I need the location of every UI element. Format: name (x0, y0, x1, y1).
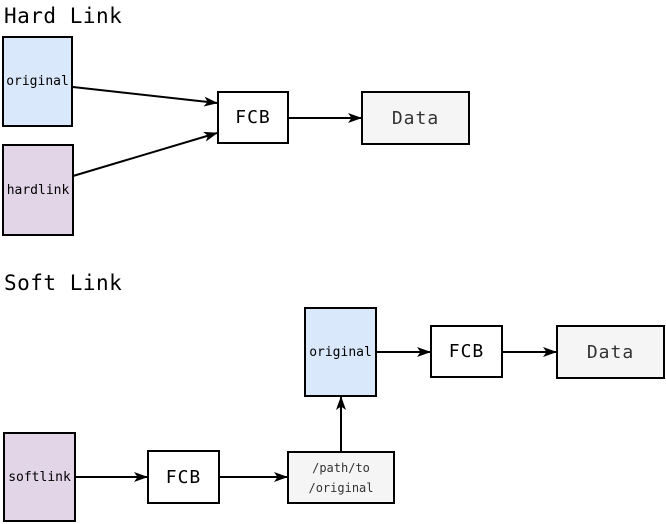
node-hard-link-fcb: FCB (217, 91, 289, 144)
node-label: softlink (8, 469, 71, 485)
path-line-2: /original (308, 480, 374, 495)
node-label: FCB (448, 341, 485, 362)
node-soft-link-fcb-1: FCB (147, 450, 220, 504)
node-soft-link-softlink: softlink (3, 432, 76, 522)
node-soft-link-data: Data (556, 325, 665, 379)
edge-original-to-fcb (72, 86, 218, 107)
node-label: hardlink (6, 182, 70, 198)
node-soft-link-path: /path/to /original (287, 451, 395, 504)
node-label: Data (586, 341, 635, 363)
node-label: original (6, 74, 69, 89)
node-label: Data (391, 107, 440, 129)
node-label: FCB (165, 466, 202, 488)
node-label: FCB (235, 107, 271, 128)
hard-link-title: Hard Link (4, 4, 123, 28)
edge-hardlink-to-fcb (72, 131, 218, 177)
node-hard-link-hardlink: hardlink (2, 144, 74, 236)
node-label: original (309, 344, 372, 360)
node-soft-link-original: original (304, 307, 377, 397)
node-hard-link-data: Data (361, 91, 470, 145)
node-soft-link-fcb-2: FCB (430, 325, 503, 378)
path-line-1: /path/to (312, 460, 370, 475)
node-hard-link-original: original (2, 36, 73, 127)
soft-link-title: Soft Link (4, 271, 123, 295)
